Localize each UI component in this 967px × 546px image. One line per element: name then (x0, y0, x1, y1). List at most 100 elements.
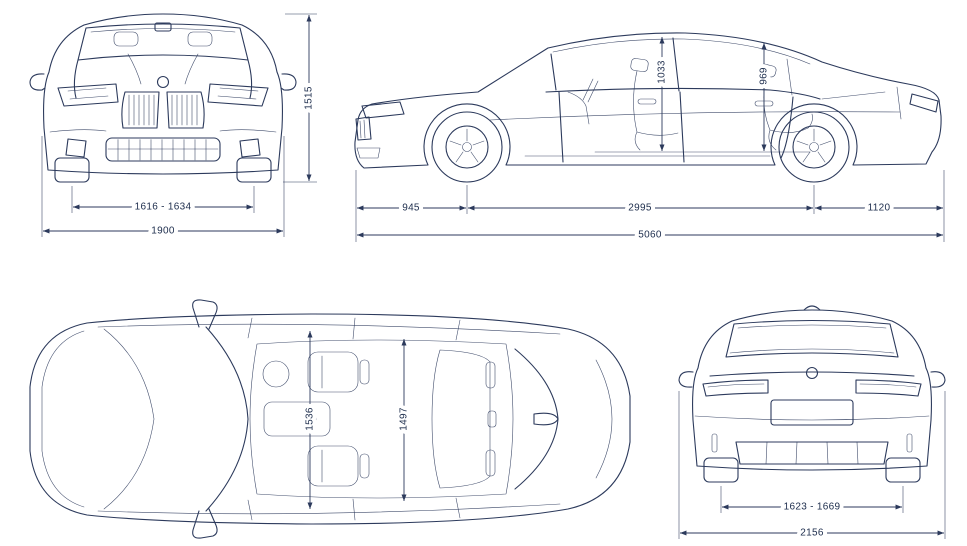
side-body-outline (354, 32, 942, 169)
side-view: 1033 969 945 2995 1120 5060 (354, 32, 945, 245)
seat-front-right (307, 445, 359, 487)
headrest-front-left (359, 359, 370, 385)
steering-wheel (262, 360, 290, 388)
taillight-left (702, 379, 769, 397)
headrest-front-right (359, 453, 370, 479)
front-view: 1515 1616 - 1634 1900 (29, 13, 319, 241)
shoulder-line-bottom (97, 503, 561, 515)
front-view-drawing (29, 13, 297, 183)
front-body-outline (43, 13, 283, 175)
shark-fin-antenna (533, 412, 559, 426)
dim-label-width-incl-mirrors: 2156 (800, 528, 824, 539)
headrest-left (113, 31, 139, 47)
side-mirror-right (930, 371, 946, 388)
hood-crease-right (184, 53, 199, 85)
rear-bench (431, 349, 491, 489)
interior-ghost (262, 349, 497, 489)
interior-ghost (567, 58, 886, 153)
tire-right (885, 457, 921, 483)
door-seams-bottom (247, 497, 461, 521)
dim-label-interior-height-rear: 969 (759, 67, 770, 85)
hood-cut-right (247, 59, 253, 99)
dim-label-rear-track: 1623 - 1669 (784, 502, 841, 513)
dim-label-rear-overhang: 1120 (868, 203, 891, 214)
rear-diffuser (735, 441, 889, 465)
dim-label-front-track: 1616 - 1634 (135, 202, 192, 213)
rear-window (725, 319, 899, 358)
mirror-top (192, 299, 218, 330)
dim-label-overall-length: 5060 (638, 230, 662, 241)
front-wheel (431, 111, 503, 183)
trunk-shoulder-line (709, 371, 915, 377)
hood-cut-line (103, 328, 155, 510)
kidney-grille (121, 91, 205, 129)
roof-antenna-fin (803, 305, 821, 311)
side-intake-left (65, 138, 87, 158)
brand-roundel (156, 75, 170, 89)
rear-view-dimensions: 1623 - 1669 2156 (678, 391, 946, 543)
tire-right (236, 157, 272, 183)
mirror-bottom (192, 508, 218, 539)
rear-door-trailing-edge (780, 96, 794, 159)
center-console (263, 401, 331, 437)
rear-window-inner (737, 324, 887, 329)
headrest-right (187, 31, 213, 47)
rear-view-drawing (678, 305, 946, 483)
dim-label-overall-width: 1900 (151, 226, 175, 237)
top-view-drawing (29, 299, 631, 539)
seat-front-left (307, 351, 359, 393)
windshield-base (205, 326, 249, 512)
rearview-mirror (154, 22, 172, 32)
b-pillar (672, 37, 680, 92)
rear-wheel (778, 111, 850, 183)
brand-roundel (805, 366, 819, 380)
rear-view: 1623 - 1669 2156 (678, 305, 946, 543)
side-view-drawing (354, 32, 942, 183)
trunk-edge (595, 359, 613, 479)
bumper-crease (694, 415, 930, 421)
front-windshield-inner (90, 28, 236, 33)
side-mirror-right (280, 73, 297, 91)
dim-label-height: 1515 (304, 86, 315, 110)
dim-label-front-overhang: 945 (402, 203, 420, 214)
top-view: 1536 1497 (29, 299, 631, 539)
reflector-left (711, 433, 718, 453)
rear-door-seam (679, 91, 685, 163)
headrest-rear-center (487, 410, 497, 428)
tire-left (54, 157, 90, 183)
side-crease (489, 111, 901, 121)
dim-label-interior-width-front: 1536 (305, 407, 316, 431)
roof-inner-line (552, 38, 811, 65)
shoulder-line-top (97, 323, 561, 335)
headlight-left (57, 83, 119, 107)
license-plate-recess (770, 399, 854, 426)
reflector-right (906, 433, 913, 453)
parcel-shelf (729, 348, 895, 354)
door-seams-top (247, 317, 461, 341)
roof-panel (249, 339, 514, 499)
side-view-dimensions: 1033 969 945 2995 1120 5060 (355, 37, 945, 245)
dim-label-wheelbase: 2995 (628, 203, 652, 214)
a-pillar-inner (550, 53, 557, 91)
hood-crease-left (127, 53, 142, 85)
side-intake-right (239, 138, 261, 158)
top-body-outline (29, 313, 631, 525)
headlight-right (207, 83, 269, 107)
tire-left (703, 457, 739, 483)
dim-label-interior-height-front: 1033 (657, 60, 668, 84)
front-end-details (355, 101, 405, 159)
bumper-crease-left (49, 129, 107, 133)
side-mirror-left (29, 73, 46, 91)
top-view-dimensions: 1536 1497 (301, 331, 414, 509)
front-door-seam (558, 91, 564, 163)
front-windshield (77, 23, 249, 61)
bumper-crease-right (219, 129, 277, 133)
rear-body-outline (692, 309, 932, 471)
side-mirror-left (678, 371, 694, 388)
nose-inner-line (41, 330, 85, 508)
beltline (545, 87, 821, 100)
lower-intake (105, 137, 221, 162)
headrest-rear-right (485, 449, 496, 477)
quarter-glass-divider (786, 58, 793, 96)
rear-window-edge (514, 348, 559, 490)
